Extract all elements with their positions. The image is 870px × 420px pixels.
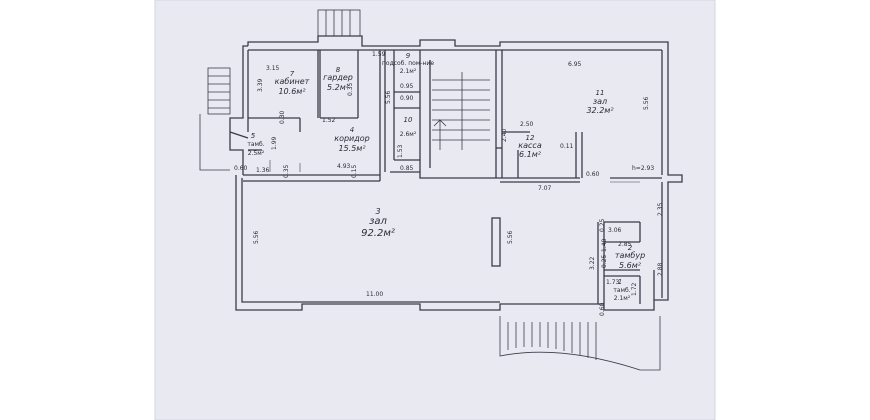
room-2-number: 2	[628, 244, 633, 252]
dim-label: 0.25	[599, 218, 606, 232]
room-10: 10 2.6м²	[400, 116, 417, 138]
stairs-left	[199, 67, 231, 171]
paper-sheet	[155, 0, 715, 420]
room-11-name: зал	[593, 97, 607, 106]
dim-label: 7.07	[538, 185, 552, 192]
room-11-area: 32.2м²	[586, 106, 614, 115]
room-3: 3 зал 92.2м²	[361, 207, 395, 239]
stairs-inner	[432, 72, 490, 150]
dim-label: 2.35	[657, 202, 664, 216]
room-10-area: 2.6м²	[400, 131, 417, 138]
dim-label: 1.53	[397, 144, 404, 158]
dim-label: 1.59	[372, 51, 386, 58]
room-5-number: 5	[251, 132, 256, 140]
dim-label: 11.00	[366, 291, 383, 298]
room-2-name: тамбур	[615, 251, 645, 260]
dim-label: 3.06	[608, 227, 622, 234]
room-7: 7 кабинет 10.6м²	[275, 70, 310, 96]
dim-label: 5.56	[385, 90, 392, 104]
dim-label: 0.60	[586, 171, 600, 178]
dim-label: 0.35	[347, 82, 354, 96]
room-5-area: 2.5м²	[248, 150, 265, 157]
room-4-number: 4	[350, 126, 354, 134]
dim-label: h=2.93	[632, 165, 654, 172]
dim-label: 2.85	[618, 241, 632, 248]
room-9: 9 подсоб. пом-ние 2.1м²	[382, 52, 434, 75]
dim-label: 0.60	[234, 165, 248, 172]
dim-label: 4.93	[337, 163, 351, 170]
room-8-name: гардер	[323, 73, 353, 82]
dim-label: 0.85	[400, 165, 414, 172]
room-1: 1 тамб. 2.1м²	[613, 278, 630, 302]
dim-label: 1.99	[271, 136, 278, 150]
room-2: 2 тамбур 5.6м²	[615, 244, 645, 270]
room-4-area: 15.5м²	[338, 144, 366, 153]
dim-label: 1.48	[601, 238, 608, 252]
dim-label: 2.50	[520, 121, 534, 128]
dim-label: 1.36	[256, 167, 270, 174]
dim-label: 6.95	[568, 61, 582, 68]
room-1-area: 2.1м²	[614, 295, 631, 302]
room-1-number: 1	[618, 278, 622, 286]
room-2-area: 5.6м²	[619, 261, 642, 270]
room-4: 4 коридор 15.5м²	[334, 126, 370, 153]
paper-edge	[154, 0, 716, 420]
dim-label: 0.15	[351, 164, 358, 178]
room-8-number: 8	[336, 66, 341, 74]
room-9-number: 9	[406, 52, 411, 60]
room-3-name: зал	[369, 216, 387, 227]
room-1-name: тамб.	[613, 287, 630, 294]
stairs-top	[317, 9, 361, 37]
dim-label: 5.56	[253, 230, 260, 244]
room-11: 11 зал 32.2м²	[586, 89, 614, 115]
dim-label: 0.30	[279, 110, 286, 124]
dim-label: 3.39	[257, 78, 264, 92]
dim-label: 1.52	[322, 117, 336, 124]
room-9-name: подсоб. пом-ние	[382, 60, 434, 67]
room-3-number: 3	[375, 207, 380, 216]
dimension-labels: 3.15 3.39 1.59 6.95 5.56 0.90 1.52 0.95 …	[234, 51, 664, 316]
stairs-bottom	[499, 316, 661, 371]
room-3-area: 92.2м²	[361, 228, 395, 239]
room-12: 12 касса 6.1м²	[518, 134, 542, 159]
dim-label: 3.22	[589, 256, 596, 270]
dim-label: 1.73	[606, 279, 620, 286]
dim-label: 0.25	[601, 254, 608, 268]
dim-label: 0.90	[400, 95, 414, 102]
room-4-name: коридор	[334, 134, 370, 143]
room-5-name: тамб.	[247, 141, 264, 148]
room-5: 5 тамб. 2.5м²	[247, 132, 264, 157]
dim-label: 0.11	[560, 143, 574, 150]
room-7-name: кабинет	[275, 77, 310, 86]
room-10-number: 10	[404, 116, 413, 124]
room-7-number: 7	[290, 70, 295, 78]
dimension-ticks	[269, 160, 640, 183]
dim-label: 5.56	[507, 230, 514, 244]
dim-label: 2.40	[501, 128, 508, 142]
walls	[229, 35, 683, 311]
room-11-number: 11	[596, 89, 605, 97]
room-9-area: 2.1м²	[400, 68, 417, 75]
room-7-area: 10.6м²	[278, 87, 306, 96]
room-8-area: 5.2м²	[327, 83, 350, 92]
room-12-name: касса	[518, 141, 542, 150]
room-12-number: 12	[526, 134, 535, 142]
room-8: 8 гардер 5.2м²	[323, 66, 353, 92]
dim-label: 5.56	[643, 96, 650, 110]
room-12-area: 6.1м²	[519, 150, 542, 159]
dim-label: 0.95	[400, 83, 414, 90]
dim-label: 1.72	[631, 282, 638, 296]
dim-label: 3.15	[266, 65, 280, 72]
dim-label: 2.88	[657, 262, 664, 276]
dim-label: 0.60	[599, 302, 606, 316]
dim-label: 0.35	[283, 164, 290, 178]
